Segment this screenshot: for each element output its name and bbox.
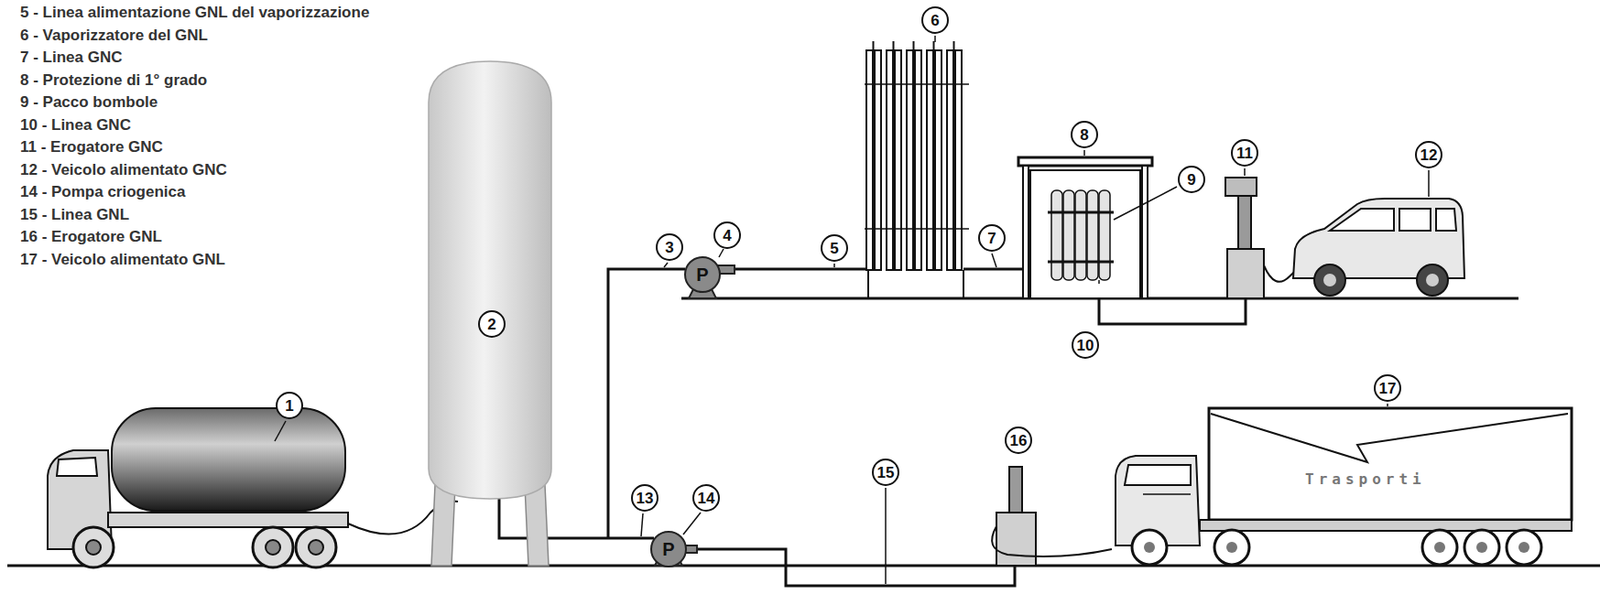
tanker-truck <box>47 408 458 568</box>
callout-number: 3 <box>655 233 684 262</box>
node-text: P <box>696 265 708 284</box>
node-text: 17 <box>1379 380 1397 397</box>
callout-number: 2 <box>478 310 506 338</box>
legend-line: 8 - Protezione di 1° grado <box>20 71 207 90</box>
node-text: 7 <box>987 230 996 247</box>
node-text: 12 <box>1420 147 1438 164</box>
lng-truck <box>1115 408 1572 566</box>
legend-line: 11 - Erogatore GNC <box>20 138 164 157</box>
node-text: 3 <box>664 239 674 256</box>
callout-number: 6 <box>921 6 949 34</box>
legend-line: 7 - Linea GNC <box>20 48 122 67</box>
cylinder-pack <box>1047 190 1114 284</box>
legend-line: 15 - Linea GNL <box>20 206 130 225</box>
callout-number: 13 <box>631 484 659 512</box>
callout-number: 11 <box>1230 139 1259 167</box>
callout-number: 16 <box>1004 426 1033 455</box>
node-text: 8 <box>1079 127 1089 143</box>
pump-bases <box>654 265 735 566</box>
vehicle-text: Trasporti <box>1305 470 1426 490</box>
node-text: 15 <box>877 465 895 481</box>
legend-line: 9 - Pacco bombole <box>20 93 158 112</box>
callout-number: 5 <box>820 234 849 262</box>
pump-symbol: P <box>650 531 687 568</box>
node-text: 5 <box>829 240 839 257</box>
lng-dispenser <box>991 467 1112 566</box>
leader-lines <box>274 35 1429 585</box>
node-text: 2 <box>487 316 496 333</box>
legend-line: 6 - Vaporizzatore del GNL <box>20 26 208 45</box>
node-text: 9 <box>1186 172 1196 188</box>
callout-number: 4 <box>713 221 741 250</box>
legend-line: 16 - Erogatore GNL <box>20 228 163 247</box>
node-text: 11 <box>1236 145 1253 162</box>
callout-number: 17 <box>1373 374 1402 403</box>
node-text: 16 <box>1010 433 1028 449</box>
cng-car <box>1293 198 1465 296</box>
node-text: P <box>662 540 675 559</box>
vaporizer <box>864 41 969 299</box>
pump-symbol: P <box>684 256 721 294</box>
callout-number: 15 <box>871 458 900 487</box>
cng-dispenser <box>1225 177 1310 299</box>
legend-line: 5 - Linea alimentazione GNL del vaporizz… <box>20 3 370 22</box>
storage-tank <box>428 61 552 566</box>
callout-number: 7 <box>978 224 1006 252</box>
callout-number: 10 <box>1071 331 1100 360</box>
node-text: 4 <box>722 228 731 244</box>
node-text: 1 <box>284 398 294 414</box>
callout-number: 9 <box>1177 165 1206 194</box>
callout-number: 1 <box>275 391 304 420</box>
callout-number: 8 <box>1070 120 1099 149</box>
node-text: 14 <box>697 490 716 507</box>
legend-line: 10 - Linea GNC <box>20 116 131 135</box>
node-text: 13 <box>636 490 654 507</box>
node-text: 10 <box>1077 337 1095 354</box>
node-text: 6 <box>930 12 939 29</box>
callout-number: 14 <box>692 484 720 512</box>
legend-line: 12 - Veicolo alimentato GNC <box>20 161 228 180</box>
ground-line <box>7 565 1600 568</box>
legend-line: 14 - Pompa criogenica <box>20 183 186 202</box>
legend-line: 17 - Veicolo alimentato GNL <box>20 250 226 270</box>
shelter <box>1018 157 1153 299</box>
callout-number: 12 <box>1414 141 1443 169</box>
